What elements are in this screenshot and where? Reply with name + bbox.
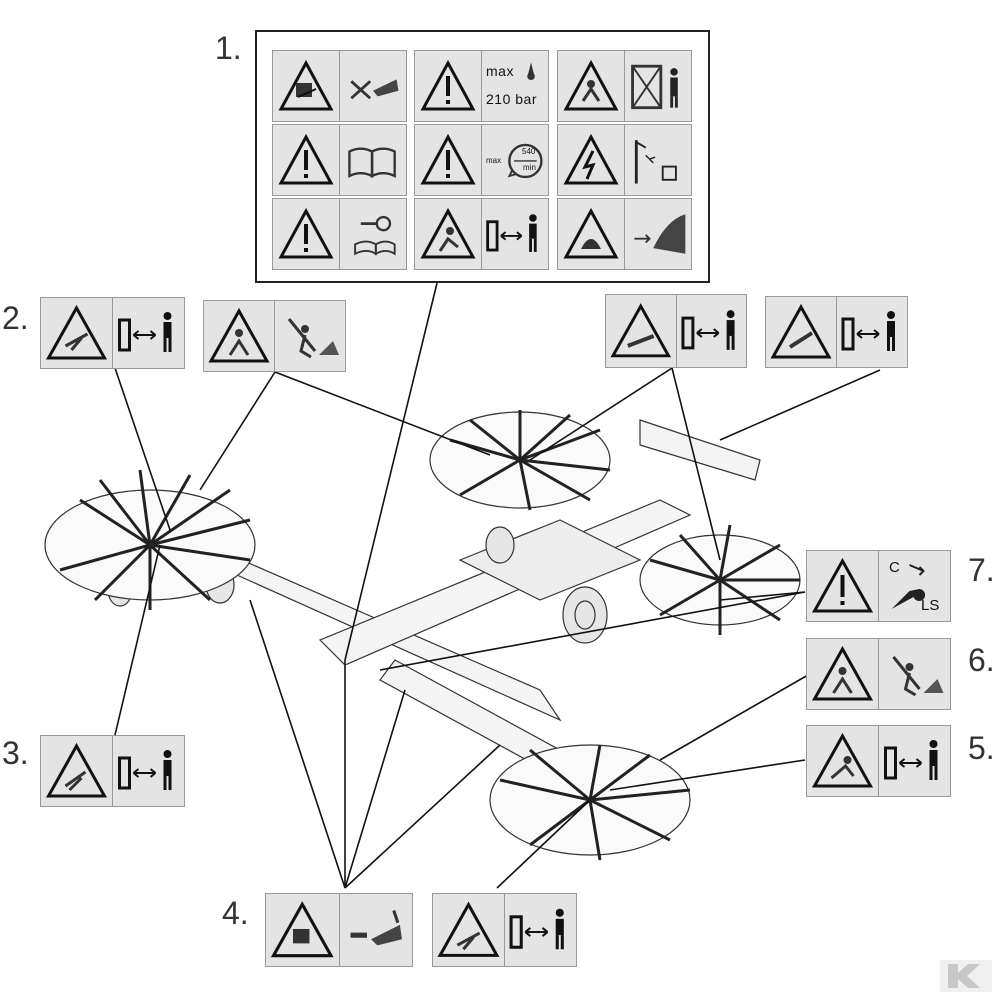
decal-5-rotor-distance: [806, 725, 951, 797]
max-label: max: [486, 63, 514, 79]
read-manual-icon: [348, 147, 396, 178]
coupling-c-label: C: [889, 559, 900, 576]
warning-triangle-icon: [563, 59, 619, 111]
decal-6-fall-hazard: [806, 638, 951, 710]
max-label-pto: max: [486, 156, 502, 165]
decal-max-pressure: max 210 bar: [414, 50, 549, 122]
callout-5: 5.: [968, 730, 995, 766]
decal-read-manual: [272, 124, 407, 196]
decal-4-rotor-distance: [432, 893, 577, 967]
transport-lock-icon: [634, 214, 686, 254]
pressure-label: 210 bar: [486, 91, 537, 107]
decal-2-rotor-distance: [40, 297, 185, 369]
pto-speed-value: 540: [522, 147, 536, 156]
decal-top-rotor-distance: [605, 294, 747, 368]
warning-triangle-icon: [811, 645, 874, 701]
warning-triangle-icon: [45, 742, 108, 798]
warning-triangle-icon: [278, 207, 334, 259]
decal-maintenance: [272, 198, 407, 270]
warning-triangle-icon: [563, 207, 619, 259]
decal-top-swing-distance: [765, 296, 908, 368]
callout-2: 2.: [2, 300, 29, 336]
decal-3-swing-distance: [40, 735, 185, 807]
decal-7-ls-coupling: C LS: [806, 550, 951, 622]
decal-sheet-1: max 210 bar max 540 min: [255, 30, 710, 283]
callout-4: 4.: [222, 895, 249, 931]
warning-triangle-icon: [208, 307, 270, 363]
decal-4-crush-hazard: [265, 893, 413, 967]
callout-7: 7.: [968, 552, 995, 588]
keep-distance-icon: [118, 312, 172, 352]
keep-distance-icon: [884, 740, 938, 780]
warning-triangle-icon: [420, 207, 476, 259]
electric-hazard-icon: [563, 133, 619, 185]
warning-triangle-icon: [610, 303, 672, 358]
crush-hands-icon: [350, 79, 399, 100]
keep-distance-icon: [841, 311, 895, 351]
callout-3: 3.: [2, 735, 29, 771]
decal-2-fall-hazard: [203, 300, 346, 372]
crush-hands-icon: [350, 909, 402, 946]
callout-6: 6.: [968, 642, 995, 678]
decal-pto-speed: max 540 min: [414, 124, 549, 196]
keep-distance-icon: [118, 750, 172, 790]
pto-speed-unit: min: [523, 163, 536, 172]
warning-triangle-icon: [420, 133, 476, 185]
keep-distance-icon: [680, 310, 735, 350]
no-climbing-icon: [892, 656, 944, 697]
warning-triangle-icon: [811, 557, 874, 613]
decal-cab-hazard: [557, 50, 692, 122]
warning-triangle-icon: [437, 901, 500, 957]
power-line-distance-icon: [634, 140, 677, 184]
warning-triangle-icon: [770, 303, 832, 359]
decal-thrown-objects: [557, 198, 692, 270]
callout-1: 1.: [215, 30, 242, 66]
tractor-cab-person-icon: [631, 64, 678, 110]
hydraulic-coupling-icon: [891, 564, 926, 609]
key-manual-icon: [354, 215, 396, 256]
pressure-drop-icon: [527, 62, 535, 81]
decal-electric-lines: [557, 124, 692, 196]
warning-triangle-icon: [278, 133, 334, 185]
warning-triangle-icon: [270, 901, 334, 958]
coupling-ls-label: LS: [921, 597, 940, 614]
decal-rotor-distance: [414, 198, 549, 270]
warning-triangle-icon: [45, 304, 108, 360]
warning-triangle-icon: [811, 732, 874, 788]
brand-logo: [940, 960, 992, 992]
keep-distance-icon: [486, 214, 537, 252]
warning-triangle-icon: [420, 59, 476, 111]
no-climbing-icon: [287, 318, 339, 359]
pto-rotation-icon: [507, 143, 543, 179]
warning-triangle-icon: [278, 59, 334, 111]
decal-crush-hazard: [272, 50, 407, 122]
keep-distance-icon: [509, 908, 564, 950]
